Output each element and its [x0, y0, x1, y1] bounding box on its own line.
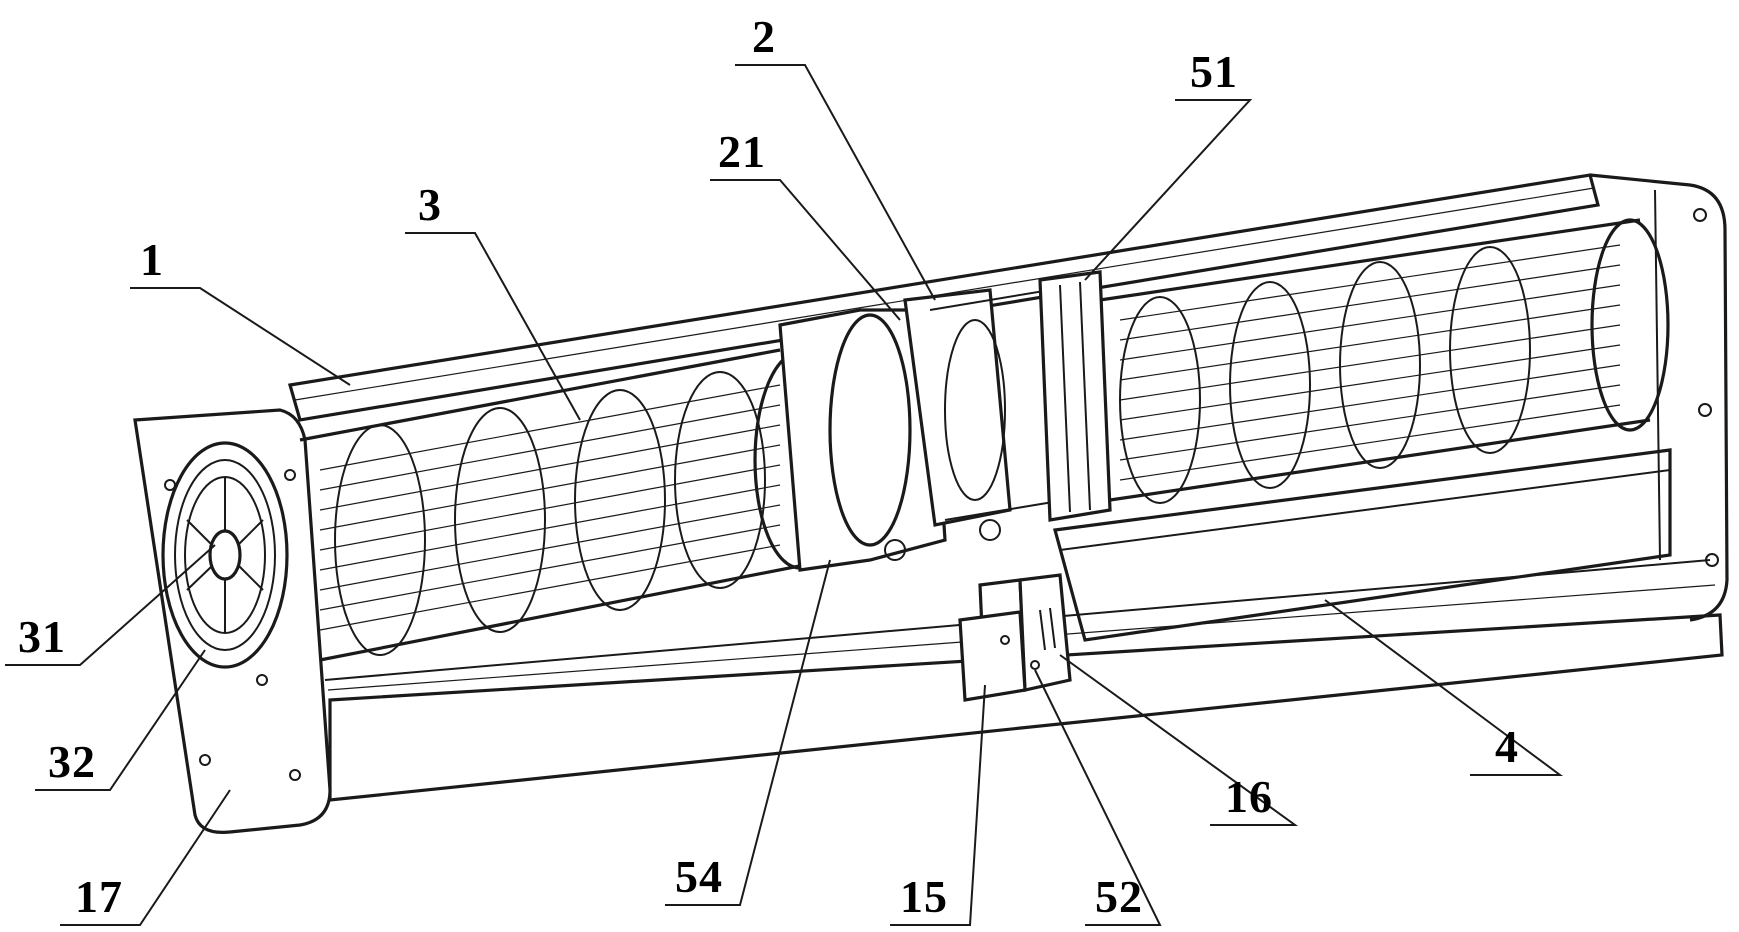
label-31: 31 — [18, 611, 66, 662]
label-4: 4 — [1495, 721, 1519, 772]
label-3: 3 — [418, 179, 442, 230]
label-32: 32 — [48, 736, 96, 787]
label-21: 21 — [718, 126, 766, 177]
left-end-plate — [135, 410, 330, 832]
motor — [780, 290, 1065, 570]
label-16: 16 — [1225, 771, 1273, 822]
label-1: 1 — [140, 234, 164, 285]
left-impeller — [300, 350, 845, 660]
label-51: 51 — [1190, 46, 1238, 97]
label-17: 17 — [75, 871, 123, 922]
center-bracket — [1040, 272, 1110, 520]
label-15: 15 — [900, 871, 948, 922]
label-54: 54 — [675, 851, 723, 902]
label-2: 2 — [752, 11, 776, 62]
label-52: 52 — [1095, 871, 1143, 922]
mounting-plates — [960, 575, 1070, 700]
